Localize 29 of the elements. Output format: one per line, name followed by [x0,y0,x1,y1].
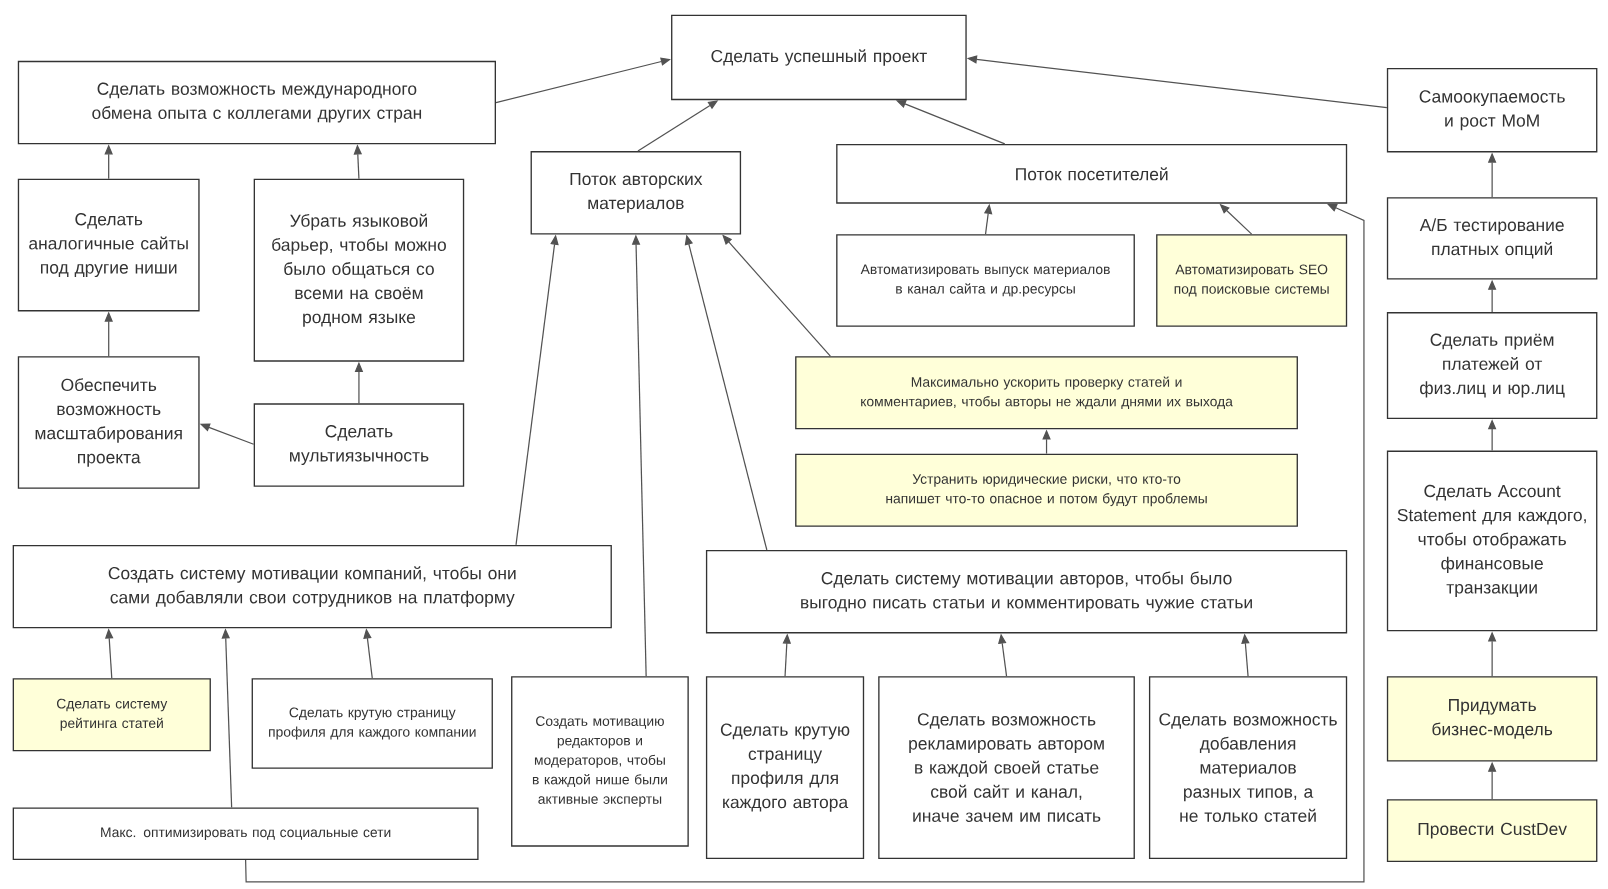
goal-box: Сделать успешный проект [671,14,967,101]
goal-box: Сделать крутую страницу профиля для каждого автора [705,676,865,859]
goal-box: Сделать приём платежей от физ.лиц и юр.лиц [1386,312,1598,419]
goal-box: Самоокупаемость и рост MoM [1386,68,1598,153]
goal-box: Устранить юридические риски, что кто-то напишет что-то опасное и потом будут проблемы [795,453,1298,527]
goal-box: Сделать крутую страницу профиля для каждого компании [251,678,493,769]
goal-box: Обеспечить возможность масштабирования проекта [17,356,200,489]
goal-box: Поток авторских материалов [530,151,742,235]
arrow [245,203,1365,883]
goal-box: Сделать возможность рекламировать автором в каждой своей статье свой сайт и канал, иначе зачем им писать [878,676,1135,859]
goal-box: Сделать возможность международного обмена опыта с коллегами других стран [17,60,496,145]
goal-box: Сделать возможность добавления материалов разных типов, а не только статей [1148,676,1348,859]
goal-box: Сделать мультиязычность [253,403,465,487]
goal-box: Автоматизировать выпуск материалов в канал сайта и др.ресурсы [836,234,1135,327]
goal-box: А/Б тестирование платных опций [1386,197,1598,280]
goal-box: Сделать Account Statement для каждого, чтобы отображать финансовые транзакции [1386,450,1598,632]
goal-box: Сделать систему рейтинга статей [12,678,211,752]
goal-box: Создать систему мотивации компаний, чтобы они сами добавляли свои сотрудников на платформу [12,544,612,629]
goal-box: Провести CustDev [1386,799,1598,863]
goal-box: Сделать систему мотивации авторов, чтобы было выгодно писать статьи и комментировать чужие статьи [705,549,1348,634]
goal-box: Поток посетителей [836,143,1348,204]
goal-box: Сделать аналогичные сайты под другие ниши [17,178,200,312]
goal-box: Убрать языковой барьер, чтобы можно было общаться со всеми на своём родном языке [253,178,465,362]
goal-box: Максимально ускорить проверку статей и комментариев, чтобы авторы не ждали днями их выхода [795,356,1298,430]
goal-box: Придумать бизнес-модель [1386,676,1598,762]
goal-box: Макс. оптимизировать под социальные сети [12,807,479,860]
goal-box: Автоматизировать SEO под поисковые системы [1156,234,1348,327]
arrow [495,57,671,104]
goal-box: Создать мотивацию редакторов и модераторов, чтобы в каждой нише были активные эксперты [511,676,689,847]
